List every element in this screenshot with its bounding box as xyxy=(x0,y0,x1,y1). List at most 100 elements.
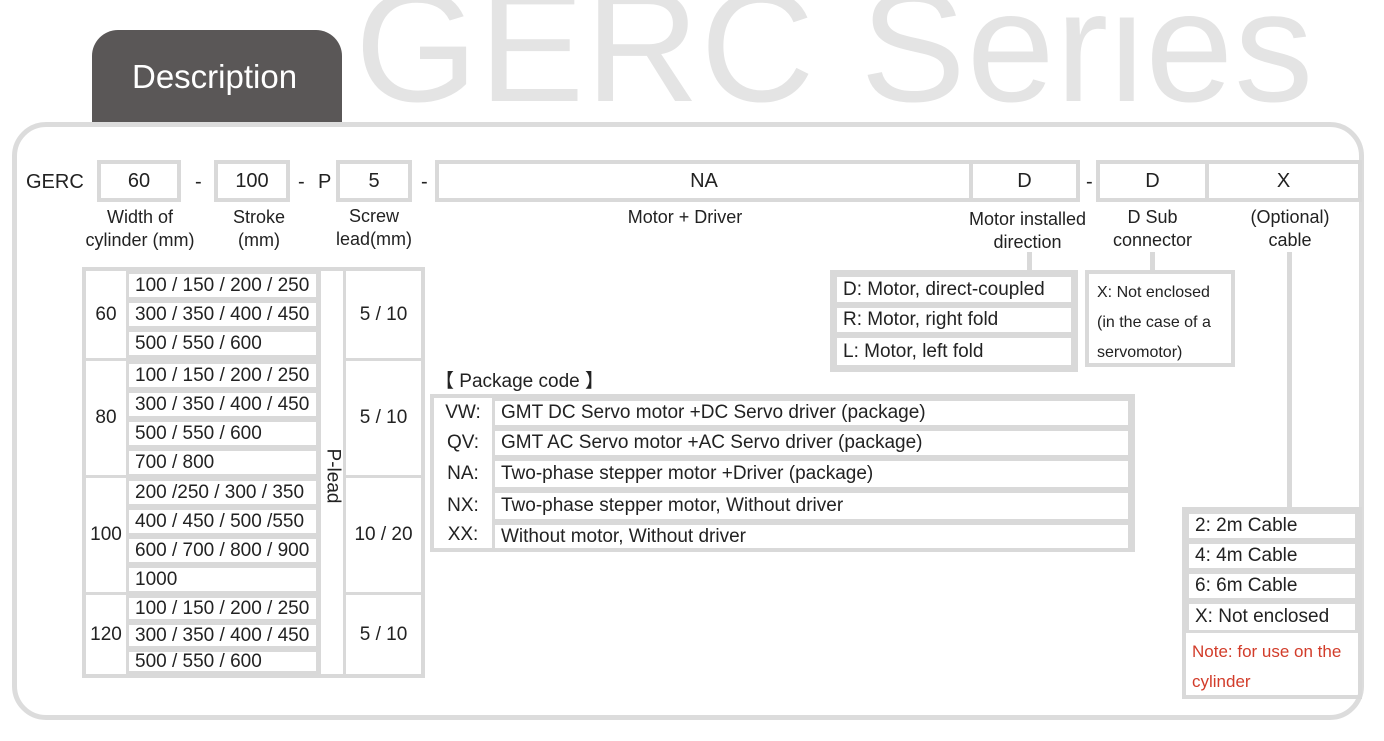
dsub-code-box: D xyxy=(1096,160,1209,202)
stroke-cell: 600 / 700 / 800 / 900 xyxy=(126,536,319,565)
stroke-cell: 300 / 350 / 400 / 450 xyxy=(126,300,319,329)
direction-option: D: Motor, direct-coupled xyxy=(834,274,1074,305)
direction-description: Motor installed direction xyxy=(950,208,1105,254)
stroke-cell: 300 / 350 / 400 / 450 xyxy=(126,622,319,649)
content-frame xyxy=(12,122,1364,720)
width-description: Width of cylinder (mm) xyxy=(70,206,210,252)
dsub-connector-line xyxy=(1150,252,1155,272)
package-code: NX: xyxy=(447,495,479,516)
group-divider xyxy=(86,475,319,478)
stroke-cell: 100 / 150 / 200 / 250 xyxy=(126,595,319,622)
motor-driver-code-box: NA xyxy=(435,160,973,202)
cable-code-box: X xyxy=(1205,160,1362,202)
dsub-note-line: (in the case of a xyxy=(1097,314,1211,331)
package-description: Two-phase stepper motor +Driver (package… xyxy=(492,458,1131,490)
group-divider xyxy=(346,475,421,478)
cable-description: (Optional) cable xyxy=(1225,206,1355,252)
cable-option: X: Not enclosed xyxy=(1186,601,1358,633)
desc-line: Width of xyxy=(106,207,174,227)
direction-options-box: D: Motor, direct-coupled R: Motor, right… xyxy=(830,270,1078,372)
desc-line: Motor installed xyxy=(968,209,1087,229)
dsub-note-line: X: Not enclosed xyxy=(1097,284,1210,301)
desc-line: connector xyxy=(1112,230,1193,250)
package-description: Without motor, Without driver xyxy=(492,522,1131,548)
group-divider xyxy=(86,358,319,361)
separator: - xyxy=(1086,171,1093,193)
desc-line: Stroke xyxy=(232,207,286,227)
stroke-cell: 700 / 800 xyxy=(126,448,319,477)
description-tab-label: Description xyxy=(132,58,298,95)
package-row: QV: GMT AC Servo motor +AC Servo driver … xyxy=(434,428,1131,458)
group-divider xyxy=(346,592,421,595)
description-tab[interactable]: Description xyxy=(92,30,342,122)
direction-code-box: D xyxy=(969,160,1080,202)
separator: - xyxy=(298,171,305,193)
width-cell: 120 xyxy=(90,623,122,645)
series-watermark-title: GERC Series xyxy=(355,0,1315,135)
cable-option: 4: 4m Cable xyxy=(1186,541,1358,571)
package-code: NA: xyxy=(447,463,479,484)
separator: - xyxy=(421,171,428,193)
package-code-table: VW: GMT DC Servo motor +DC Servo driver … xyxy=(430,394,1135,552)
stroke-cell: 500 / 550 / 600 xyxy=(126,419,319,448)
stroke-description: Stroke (mm) xyxy=(209,206,309,252)
package-description: GMT AC Servo motor +AC Servo driver (pac… xyxy=(492,428,1131,458)
lead-cell: 5 / 10 xyxy=(359,303,408,325)
model-prefix: GERC xyxy=(26,171,84,193)
p-lead-column xyxy=(318,271,346,674)
desc-line: (Optional) xyxy=(1250,207,1330,227)
desc-line: Screw xyxy=(348,206,399,226)
lead-description: Screw lead(mm) xyxy=(322,205,426,251)
cable-option: 2: 2m Cable xyxy=(1186,511,1358,541)
separator: - xyxy=(195,171,202,193)
cable-option: 6: 6m Cable xyxy=(1186,571,1358,601)
p-letter: P xyxy=(318,171,332,193)
package-code: VW: xyxy=(445,402,481,423)
width-cell: 80 xyxy=(95,407,117,428)
p-lead-label: P-lead xyxy=(322,448,344,504)
stroke-cell: 1000 xyxy=(126,565,319,594)
group-divider xyxy=(346,358,421,361)
package-row: NA: Two-phase stepper motor +Driver (pac… xyxy=(434,458,1131,490)
direction-option: L: Motor, left fold xyxy=(834,335,1074,368)
desc-line: direction xyxy=(993,232,1062,252)
cable-note-line: Note: for use on the xyxy=(1192,642,1342,661)
package-row: XX: Without motor, Without driver xyxy=(434,522,1131,548)
width-cell: 100 xyxy=(90,524,122,545)
package-code-title: 【 Package code 】 xyxy=(435,371,604,392)
stroke-cell: 500 / 550 / 600 xyxy=(126,649,319,674)
package-code: QV: xyxy=(446,432,480,453)
desc-line: D Sub xyxy=(1127,207,1178,227)
stroke-cell: 100 / 150 / 200 / 250 xyxy=(126,361,319,390)
width-cell: 60 xyxy=(95,303,117,325)
desc-line: cylinder (mm) xyxy=(85,230,195,250)
lead-code-box: 5 xyxy=(336,160,412,202)
stroke-table: P-lead 60 100 / 150 / 200 / 250 300 / 35… xyxy=(82,267,425,678)
width-code-box: 60 xyxy=(97,160,181,202)
package-description: Two-phase stepper motor, Without driver xyxy=(492,490,1131,522)
direction-connector-line xyxy=(1027,252,1032,272)
dsub-description: D Sub connector xyxy=(1095,206,1210,252)
desc-line: (mm) xyxy=(238,230,280,250)
stroke-cell: 400 / 450 / 500 /550 xyxy=(126,507,319,536)
package-row: NX: Two-phase stepper motor, Without dri… xyxy=(434,490,1131,522)
cable-note: Note: for use on the cylinder xyxy=(1192,637,1341,697)
cable-note-line: cylinder xyxy=(1192,672,1251,691)
lead-cell: 5 / 10 xyxy=(359,407,408,428)
desc-line: cable xyxy=(1268,230,1312,250)
stroke-cell: 500 / 550 / 600 xyxy=(126,329,319,358)
motor-driver-description: Motor + Driver xyxy=(627,207,743,227)
package-description: GMT DC Servo motor +DC Servo driver (pac… xyxy=(492,398,1131,428)
stroke-cell: 200 /250 / 300 / 350 xyxy=(126,478,319,507)
lead-cell: 10 / 20 xyxy=(354,524,413,545)
stroke-code-box: 100 xyxy=(214,160,290,202)
desc-line: lead(mm) xyxy=(335,229,412,249)
lead-cell: 5 / 10 xyxy=(359,623,408,645)
cable-options-box: 2: 2m Cable 4: 4m Cable 6: 6m Cable X: N… xyxy=(1182,507,1362,699)
direction-option: R: Motor, right fold xyxy=(834,305,1074,335)
group-divider xyxy=(86,592,319,595)
cable-connector-line xyxy=(1287,252,1292,510)
dsub-note-line: servomotor) xyxy=(1097,344,1183,361)
package-code: XX: xyxy=(447,524,479,545)
stroke-cell: 100 / 150 / 200 / 250 xyxy=(126,271,319,300)
